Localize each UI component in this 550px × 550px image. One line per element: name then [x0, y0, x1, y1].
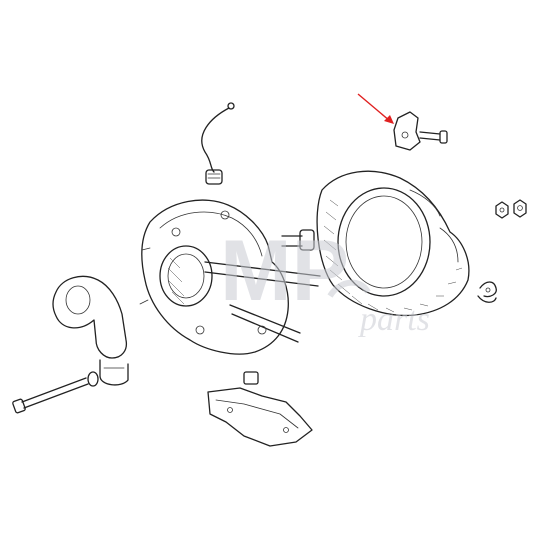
pointer-arrow	[357, 93, 394, 124]
fan-cowling-part[interactable]	[316, 170, 470, 317]
watermark-main: MP	[220, 223, 349, 319]
watermark-sub: parts	[358, 301, 430, 338]
ignition-wire-part[interactable]	[201, 102, 235, 185]
watermark: MP parts	[220, 223, 430, 338]
nut-part[interactable]	[495, 199, 527, 219]
swing-arm-part[interactable]	[52, 275, 129, 386]
cover-plate-part[interactable]	[207, 371, 313, 447]
engine-crankcase-part[interactable]	[139, 199, 321, 355]
bracket-part[interactable]	[393, 111, 448, 151]
clip-part[interactable]	[477, 281, 497, 303]
long-bolt-part[interactable]	[12, 371, 99, 414]
